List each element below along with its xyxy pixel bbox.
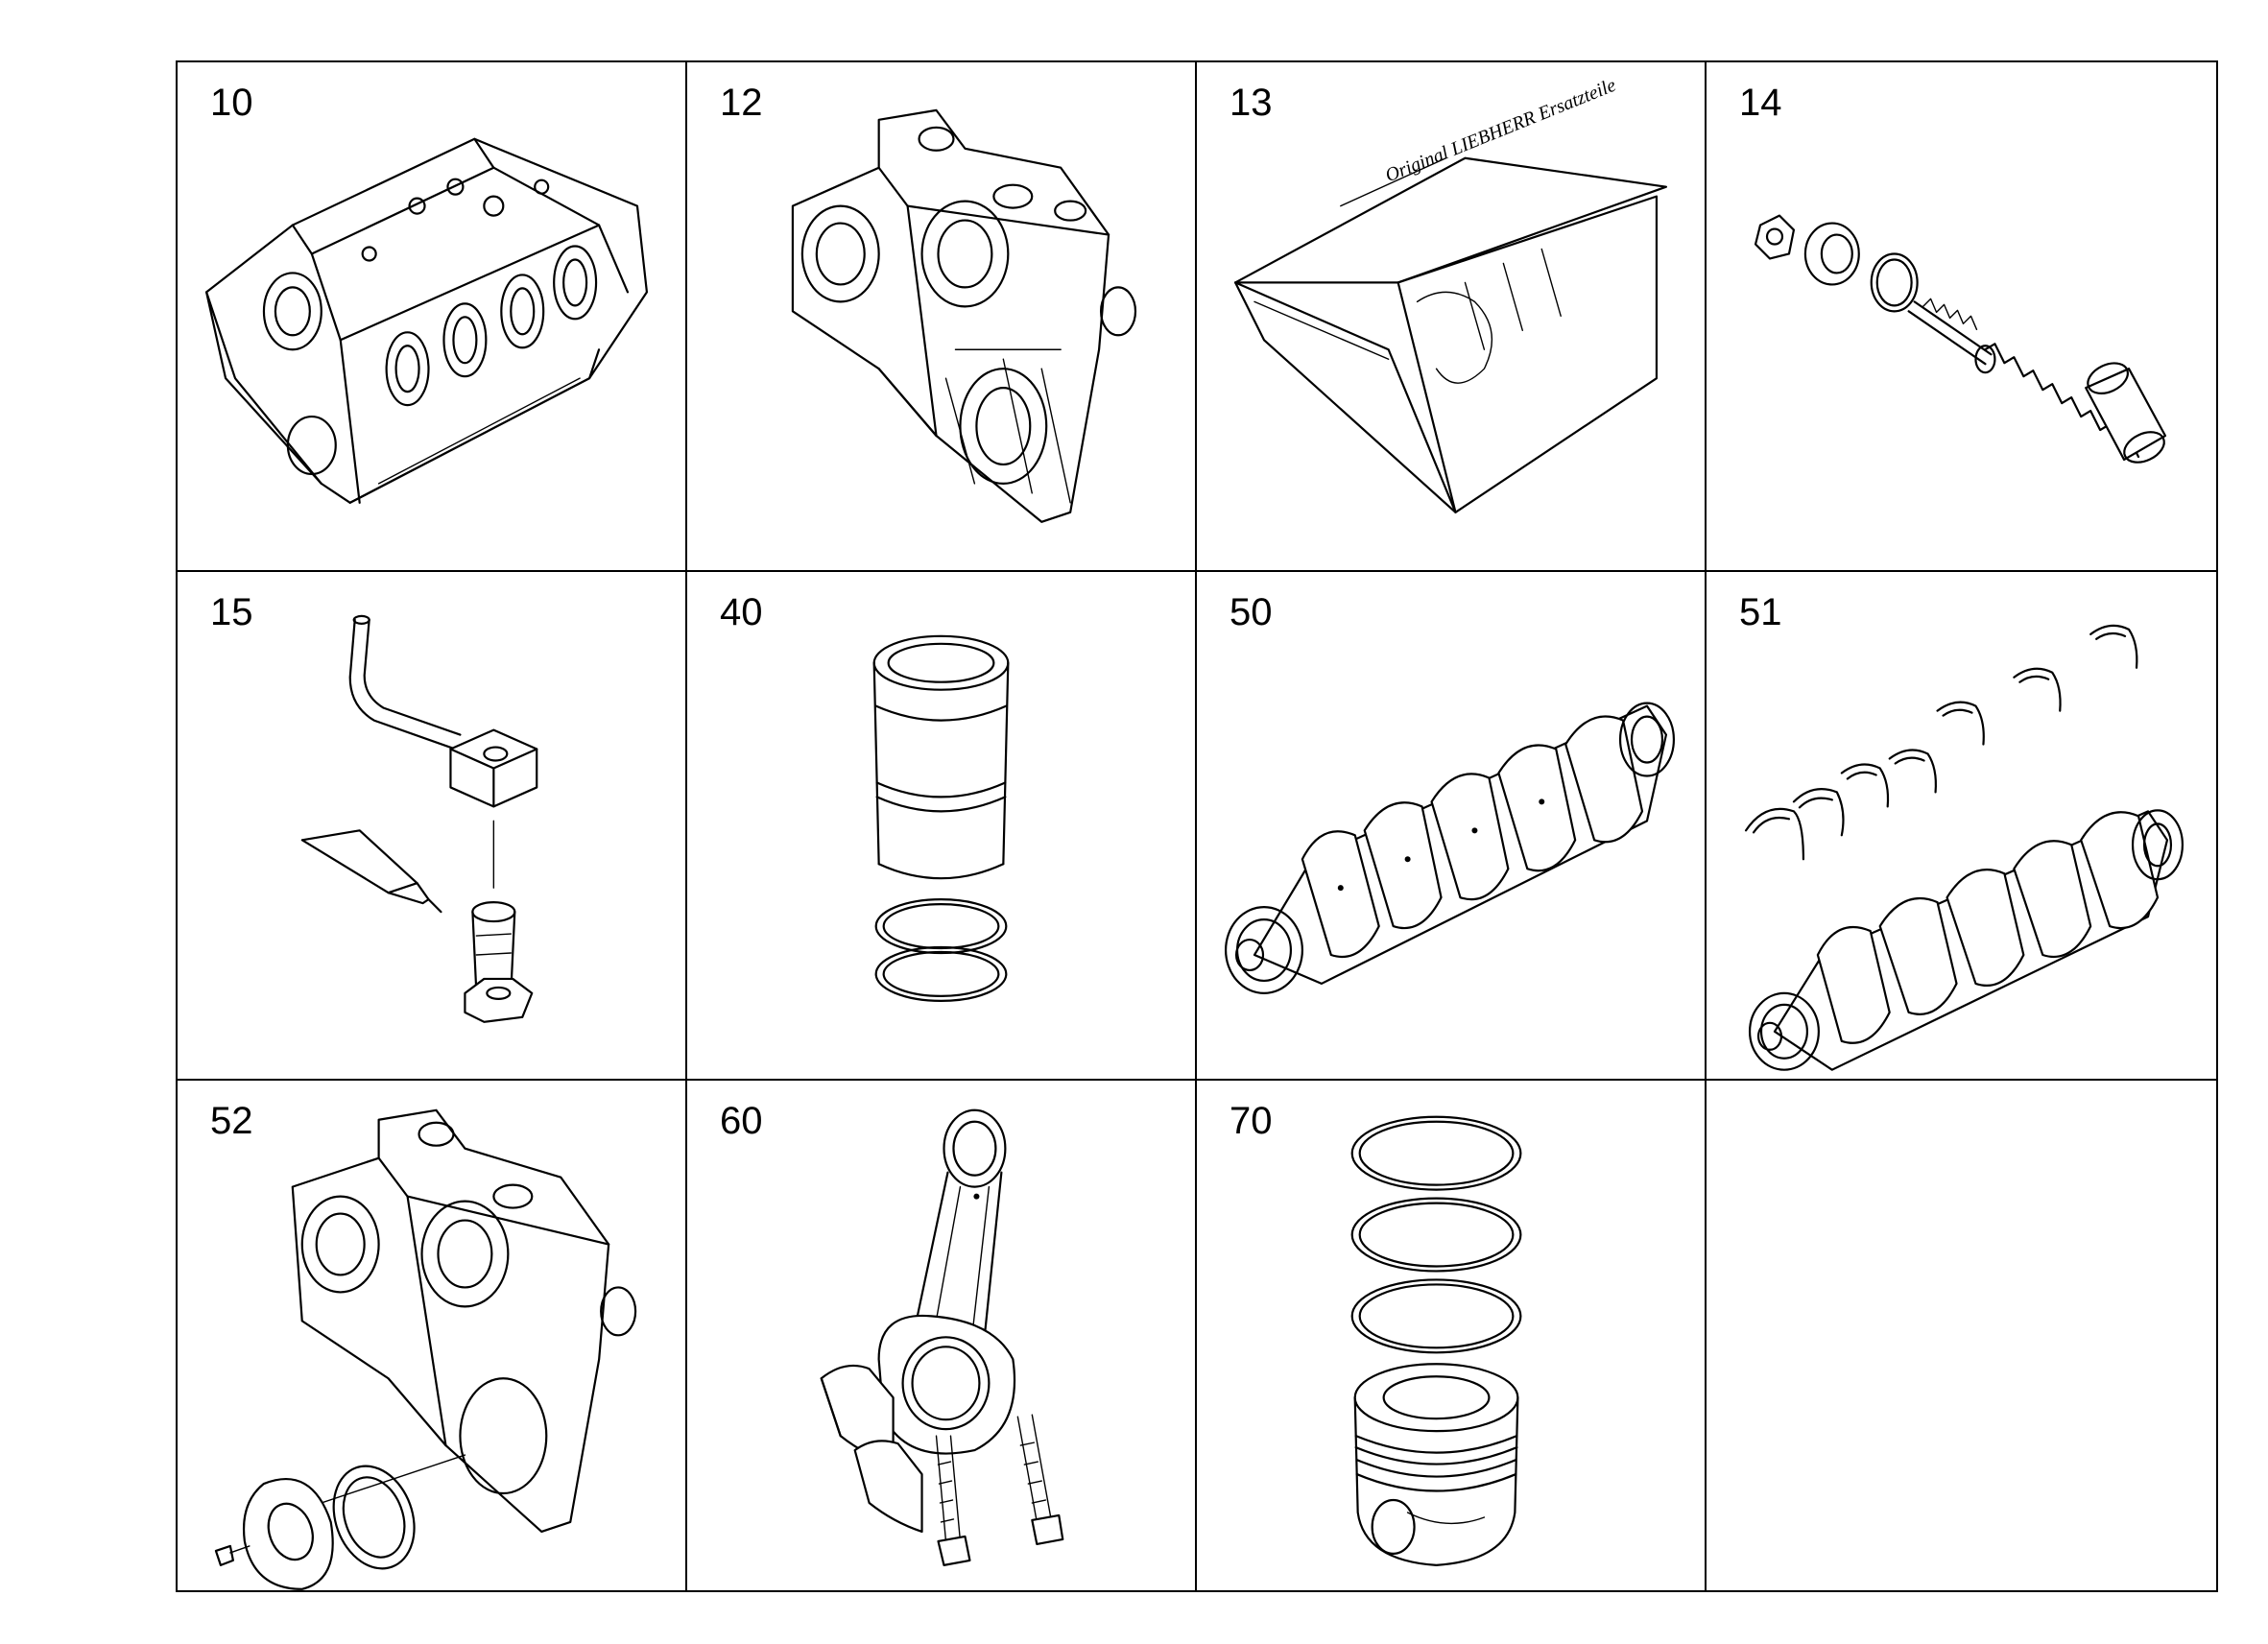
crankshaft-icon [1224, 702, 1676, 994]
part-number: 14 [1739, 82, 1782, 124]
gasket-kit-box-icon: Original LIEBHERR Ersatzteile [1233, 75, 1668, 513]
part-number: 15 [210, 590, 253, 633]
part-cell-40[interactable]: 40 [687, 571, 1197, 1082]
part-number: 50 [1229, 590, 1273, 633]
part-number: 13 [1229, 82, 1273, 124]
part-number: 40 [720, 590, 763, 633]
part-cell-70[interactable]: 70 [1197, 1081, 1707, 1590]
part-number: 52 [210, 1100, 253, 1143]
engine-block-icon [204, 137, 649, 504]
part-number: 60 [720, 1100, 763, 1143]
timing-case-icon [791, 108, 1137, 523]
part-cell-52[interactable]: 52 [178, 1081, 687, 1590]
crankshaft-bearings-icon [1744, 624, 2184, 1071]
piston-rings-icon [1350, 1115, 1522, 1567]
empty-cell [1707, 1081, 2216, 1590]
cylinder-liner-icon [872, 634, 1010, 1002]
valve-spring-kit-icon [1754, 214, 2167, 464]
part-cell-13[interactable]: 13 Original LIEBHERR Ersatzteile [1197, 62, 1707, 572]
piston-cooling-nozzle-icon [300, 614, 538, 1023]
part-cell-15[interactable]: 15 [178, 571, 687, 1082]
timing-case-seal-icon [214, 1109, 637, 1590]
connecting-rod-icon [820, 1109, 1064, 1567]
part-number: 70 [1229, 1100, 1273, 1143]
part-cell-50[interactable]: 50 [1197, 571, 1707, 1082]
part-number: 10 [210, 82, 253, 124]
part-cell-60[interactable]: 60 [687, 1081, 1197, 1590]
part-cell-14[interactable]: 14 [1707, 62, 2216, 572]
part-number: 12 [720, 82, 763, 124]
part-cell-12[interactable]: 12 [687, 62, 1197, 572]
parts-grid: 10 [176, 60, 2218, 1592]
part-cell-51[interactable]: 51 [1707, 572, 2216, 1082]
part-number: 51 [1739, 590, 1782, 633]
part-cell-10[interactable]: 10 [178, 62, 687, 572]
